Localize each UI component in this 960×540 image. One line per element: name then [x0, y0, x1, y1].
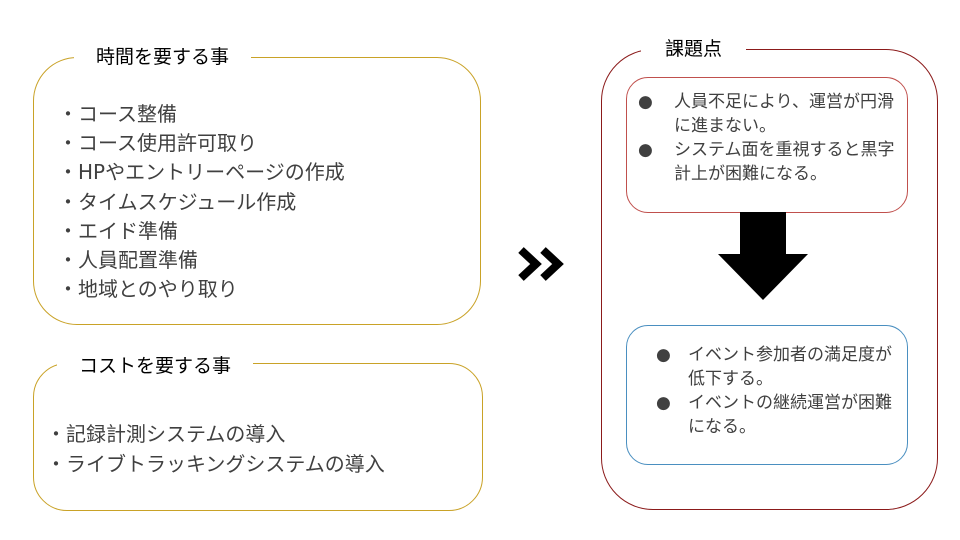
list-item: ● 人員不足により、運営が円滑に進まない。 [636, 90, 906, 138]
effects-list: ● イベント参加者の満足度が低下する。 ● イベントの継続運営が困難になる。 [654, 343, 894, 439]
list-item: ・コース使用許可取り [58, 131, 257, 156]
list-item: ・コース整備 [58, 102, 177, 126]
bullet-icon: ● [656, 345, 671, 365]
effects-box [626, 325, 908, 465]
time-tasks-list: ・コース整備 ・コース使用許可取り ・HPやエントリーページの作成 ・タイムスケ… [58, 100, 345, 304]
list-item: ● イベント参加者の満足度が低下する。 [654, 343, 894, 391]
problem-text: システム面を重視すると黒字計上が困難になる。 [674, 140, 895, 184]
time-tasks-box [33, 57, 481, 325]
issues-box [601, 49, 938, 510]
problems-list: ● 人員不足により、運営が円滑に進まない。 ● システム面を重視すると黒字計上が困難… [636, 90, 906, 186]
effect-text: イベントの継続運営が困難になる。 [688, 393, 892, 437]
problem-text: 人員不足により、運営が円滑に進まない。 [674, 92, 894, 136]
list-item: ● イベントの継続運営が困難になる。 [654, 391, 894, 439]
double-chevron-right-icon [518, 247, 564, 281]
cost-tasks-box [33, 363, 483, 511]
list-item: ・記録計測システムの導入 [46, 422, 286, 446]
list-item: ・ライブトラッキングシステムの導入 [46, 451, 385, 476]
list-item: ・エイド準備 [58, 218, 178, 243]
bullet-icon: ● [638, 140, 653, 160]
bullet-icon: ● [638, 92, 653, 112]
down-arrow-icon [718, 212, 808, 300]
time-tasks-title: 時間を要する事 [74, 44, 252, 70]
issues-title: 課題点 [641, 36, 747, 62]
bullet-icon: ● [656, 393, 671, 413]
list-item: ・人員配置準備 [58, 248, 198, 273]
cost-tasks-title: コストを要する事 [57, 353, 254, 379]
list-item: ・タイムスケジュール作成 [58, 189, 297, 214]
list-item: ・HPやエントリーページの作成 [58, 160, 345, 185]
list-item: ・地域とのやり取り [58, 277, 238, 302]
cost-tasks-list: ・記録計測システムの導入 ・ライブトラッキングシステムの導入 [46, 420, 385, 479]
list-item: ● システム面を重視すると黒字計上が困難になる。 [636, 138, 906, 186]
effect-text: イベント参加者の満足度が低下する。 [688, 345, 892, 389]
